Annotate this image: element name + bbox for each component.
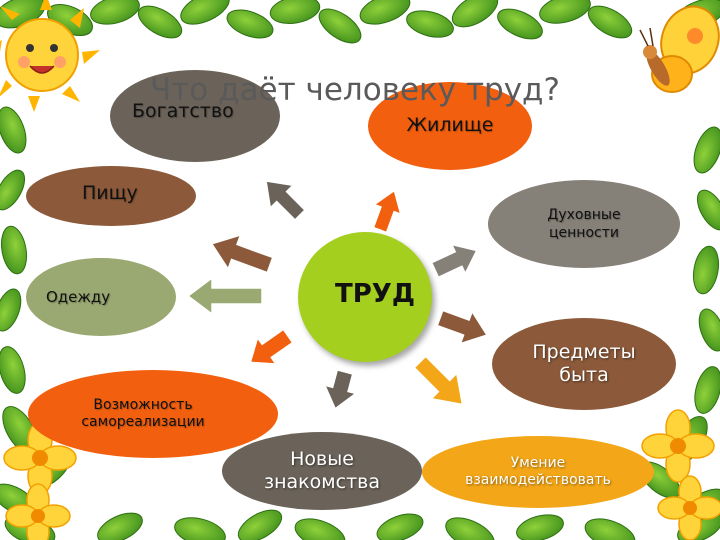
label-acquaintances: Новые знакомства <box>264 448 380 494</box>
arrow-to-household <box>434 302 493 351</box>
label-interaction-line1: Умение <box>465 455 611 472</box>
oval-household: Предметы быта <box>492 318 676 410</box>
arrow-to-interaction <box>407 349 475 417</box>
oval-clothing: Одежду <box>26 258 176 336</box>
oval-interaction: Умение взаимодействовать <box>422 436 654 508</box>
label-acquaintances-line2: знакомства <box>264 471 380 494</box>
label-spiritual-line1: Духовные <box>547 206 620 224</box>
center-node: ТРУД <box>298 232 432 362</box>
arrow-to-acquaintances <box>320 368 361 413</box>
arrow-to-housing <box>367 186 408 235</box>
label-interaction: Умение взаимодействовать <box>465 455 611 489</box>
slide-title: Что даёт человеку труд? <box>150 72 560 108</box>
label-spiritual-line2: ценности <box>547 224 620 242</box>
arrow-to-selfrealization <box>241 323 297 376</box>
arrow-to-food <box>206 227 277 282</box>
oval-selfrealization: Возможность самореализации <box>28 370 278 458</box>
arrow-to-spiritual <box>428 236 483 284</box>
label-selfrealization: Возможность самореализации <box>81 397 204 431</box>
label-household-line1: Предметы <box>532 341 635 364</box>
label-interaction-line2: взаимодействовать <box>465 472 611 489</box>
label-housing: Жилище <box>407 114 494 136</box>
oval-spiritual: Духовные ценности <box>488 180 680 268</box>
arrow-to-clothing <box>188 278 262 314</box>
label-food: Пищу <box>82 182 138 204</box>
label-household: Предметы быта <box>532 341 635 387</box>
oval-food: Пищу <box>26 166 196 226</box>
arrow-to-wealth <box>255 170 312 227</box>
label-selfrealization-line1: Возможность <box>81 397 204 414</box>
label-selfrealization-line2: самореализации <box>81 414 204 431</box>
label-spiritual: Духовные ценности <box>547 206 620 242</box>
oval-acquaintances: Новые знакомства <box>222 432 422 510</box>
center-label: ТРУД <box>335 279 415 309</box>
label-acquaintances-line1: Новые <box>264 448 380 471</box>
label-household-line2: быта <box>532 364 635 387</box>
label-clothing: Одежду <box>46 288 110 306</box>
